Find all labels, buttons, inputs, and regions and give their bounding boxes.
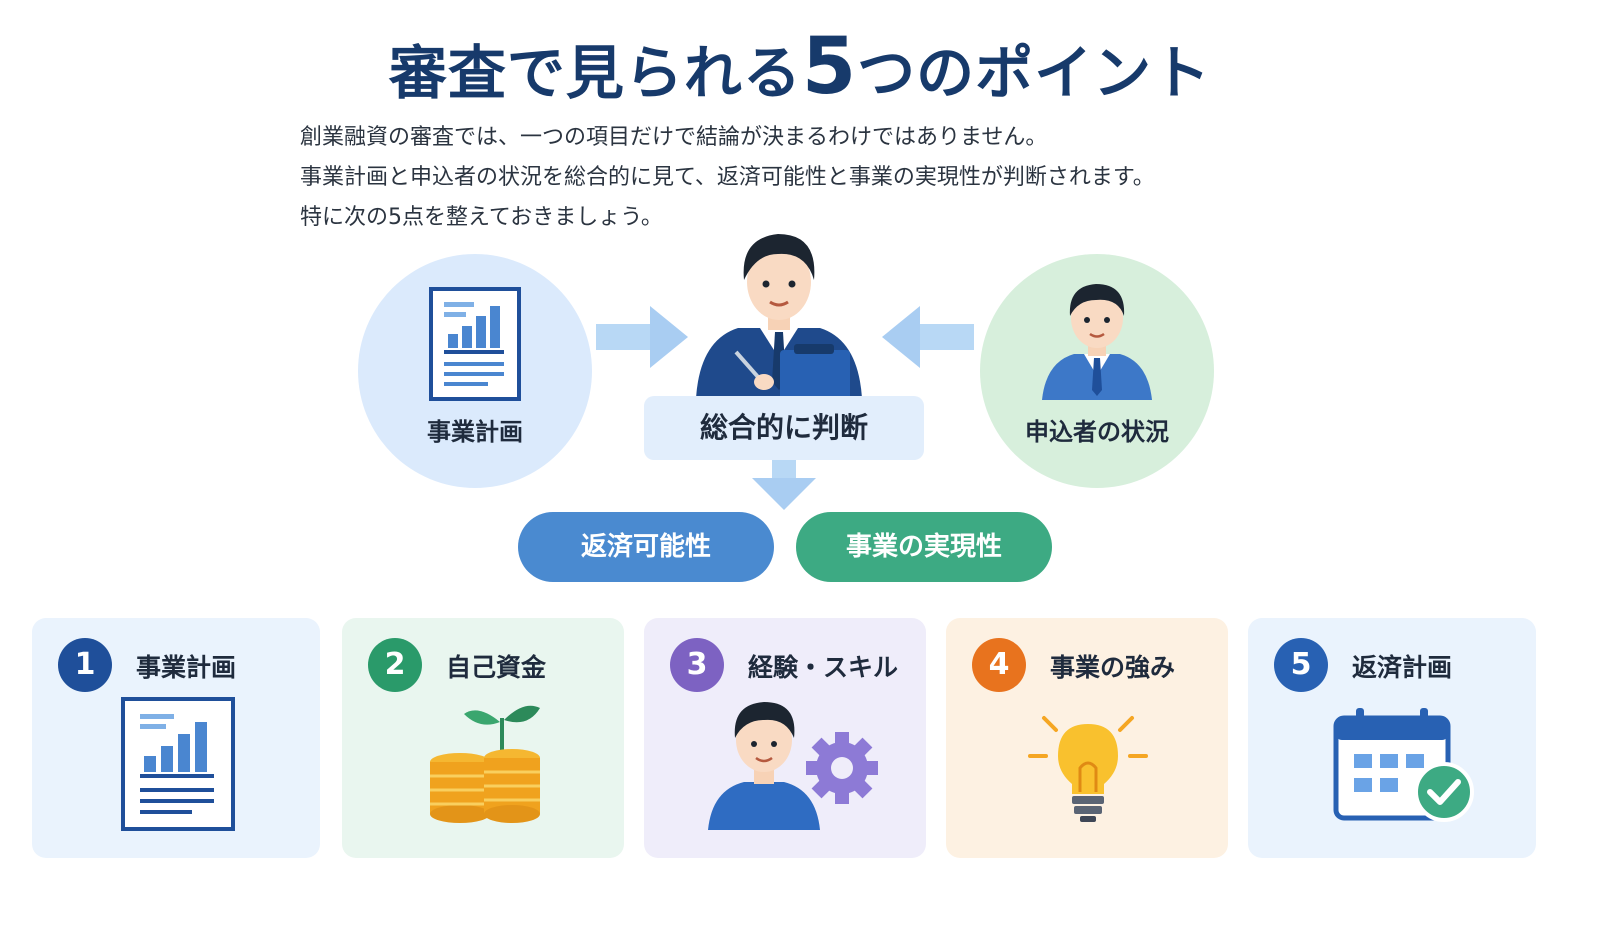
person-gear-icon [708,702,878,830]
title-prefix: 審査で見られる [388,39,802,107]
reviewer-person-icon [696,234,862,400]
point-title: 事業の強み [1050,653,1176,682]
point-number: 2 [368,638,422,692]
intro-line-3: 特に次の5点を整えておきましょう。 [300,205,663,230]
applicant-circle: 申込者の状況 [980,254,1214,488]
business-plan-chart-icon [429,287,521,401]
judgement-box: 総合的に判断 [644,396,924,460]
point-title: 経験・スキル [748,653,899,682]
title-number: 5 [801,22,858,112]
point-title: 事業計画 [136,653,237,682]
point-card-business-strength: 4 事業の強み [946,618,1228,858]
arrow-left-icon [882,306,974,368]
point-card-repayment-plan: 5 返済計画 [1248,618,1536,858]
business-plan-label: 事業計画 [427,418,523,446]
page-title: 審査で見られる5つのポイント [0,22,1600,112]
intro-line-1: 創業融資の審査では、一つの項目だけで結論が決まるわけではありません。 [300,125,1048,150]
applicant-label: 申込者の状況 [1025,418,1169,446]
coins-sprout-icon [430,705,540,823]
outcome-repayment: 返済可能性 [518,512,774,582]
arrow-down-icon [752,460,816,510]
lightbulb-icon [1028,716,1148,822]
point-title: 返済計画 [1352,653,1453,682]
intro-line-2: 事業計画と申込者の状況を総合的に見て、返済可能性と事業の実現性が判断されます。 [300,165,1155,190]
point-card-business-plan: 1 事業計画 [32,618,320,858]
point-number: 5 [1274,638,1328,692]
business-plan-circle: 事業計画 [358,254,592,488]
intro-text: 創業融資の審査では、一つの項目だけで結論が決まるわけではありません。 事業計画と… [300,118,1340,238]
calendar-check-icon [1333,708,1474,822]
point-title: 自己資金 [446,653,547,682]
point-number: 1 [58,638,112,692]
arrow-right-icon [596,306,688,368]
point-card-experience-skills: 3 経験・スキル [644,618,926,858]
document-chart-icon [121,697,235,831]
applicant-person-icon [1042,284,1152,400]
outcome-feasibility: 事業の実現性 [796,512,1052,582]
point-card-own-funds: 2 自己資金 [342,618,624,858]
title-suffix: つのポイント [857,39,1212,107]
point-number: 4 [972,638,1026,692]
point-number: 3 [670,638,724,692]
